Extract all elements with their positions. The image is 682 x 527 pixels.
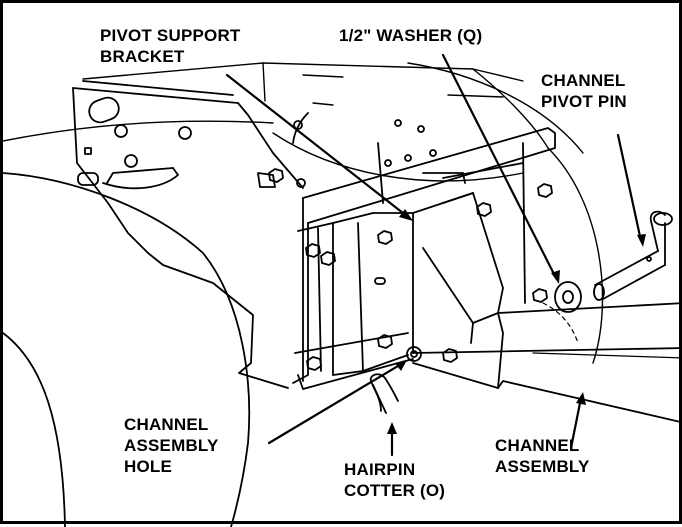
label-line: BRACKET bbox=[100, 47, 185, 66]
label-channel-assembly: CHANNEL ASSEMBLY bbox=[495, 435, 590, 477]
label-channel-pivot-pin: CHANNEL PIVOT PIN bbox=[541, 70, 627, 112]
label-line: PIVOT SUPPORT bbox=[100, 26, 241, 45]
label-line: 1/2" WASHER (Q) bbox=[339, 26, 483, 45]
label-washer: 1/2" WASHER (Q) bbox=[339, 25, 482, 46]
label-pivot-support-bracket: PIVOT SUPPORT BRACKET bbox=[100, 25, 241, 67]
label-line: CHANNEL bbox=[495, 436, 580, 455]
chassis-outline bbox=[82, 62, 604, 364]
channel-assembly-drawing bbox=[406, 302, 682, 424]
drum-outline bbox=[3, 120, 274, 527]
assembly-line-drawing bbox=[3, 53, 682, 527]
label-line: COTTER (O) bbox=[344, 481, 446, 500]
label-line: CHANNEL bbox=[541, 71, 626, 90]
label-line: HAIRPIN bbox=[344, 460, 416, 479]
label-line: PIVOT PIN bbox=[541, 92, 627, 111]
pivot-pin-drawing bbox=[593, 210, 673, 301]
label-line: ASSEMBLY bbox=[495, 457, 590, 476]
label-line: HOLE bbox=[124, 457, 173, 476]
leader-arrowheads bbox=[387, 209, 646, 434]
left-pivot-plate bbox=[72, 80, 306, 389]
label-line: CHANNEL bbox=[124, 415, 209, 434]
bracket-bolts bbox=[268, 168, 553, 371]
label-channel-assembly-hole: CHANNEL ASSEMBLY HOLE bbox=[124, 414, 219, 477]
hairpin-cotter-drawing bbox=[369, 373, 399, 414]
leader-lines bbox=[225, 53, 643, 457]
pivot-support-bracket-drawing bbox=[292, 112, 556, 390]
label-hairpin-cotter: HAIRPIN COTTER (O) bbox=[344, 459, 445, 501]
label-line: ASSEMBLY bbox=[124, 436, 219, 455]
washer-drawing bbox=[554, 281, 582, 313]
